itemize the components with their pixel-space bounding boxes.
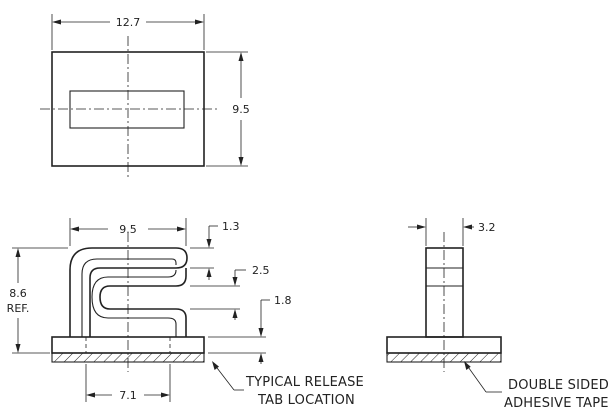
release-tab-callout: TYPICAL RELEASE TAB LOCATION (212, 361, 364, 408)
dimension-2-5: 2.5 (190, 264, 270, 320)
dimension-8-6-ref: 8.6 REF. (7, 247, 68, 354)
dimension-1-3: 1.3 (190, 220, 240, 280)
top-view: 12.7 9.5 (40, 14, 250, 178)
top-view-slot (69, 90, 185, 129)
dimension-label-7-1: 7.1 (119, 389, 137, 402)
adhesive-tape-callout-line2: ADHESIVE TAPE (504, 396, 609, 411)
release-tab-inner (91, 269, 177, 337)
dimension-label-9-5-horizontal: 9.5 (119, 223, 137, 236)
dimension-label-8-6: 8.6 (9, 287, 27, 300)
dimension-label-2-5: 2.5 (252, 264, 270, 277)
dimension-label-12-7: 12.7 (116, 16, 141, 29)
dimension-9-5-vertical: 9.5 (206, 51, 250, 167)
dimension-1-8: 1.8 (208, 294, 292, 364)
dimension-7-1: 7.1 (85, 364, 171, 402)
dimension-label-1-8: 1.8 (274, 294, 292, 307)
dimension-9-5-horizontal: 9.5 (69, 218, 187, 246)
dimension-label-ref: REF. (7, 302, 30, 315)
adhesive-tape-callout-line1: DOUBLE SIDED (508, 378, 609, 393)
release-tab-callout-line2: TAB LOCATION (257, 393, 355, 408)
hook-outer-contour (69, 247, 188, 337)
release-tab-callout-line1: TYPICAL RELEASE (245, 375, 364, 390)
dimension-12-7: 12.7 (51, 14, 205, 50)
dimension-3-2: 3.2 (408, 218, 496, 246)
hook-inner-contour (81, 258, 177, 337)
release-tab (99, 268, 187, 337)
side-post (425, 247, 464, 338)
side-view: 3.2 DOUBLE SIDED ADHESIVE TAPE (386, 218, 609, 411)
dimension-label-1-3: 1.3 (222, 220, 240, 233)
front-view: 9.5 1.3 2.5 (7, 218, 364, 408)
dimension-label-3-2: 3.2 (478, 221, 496, 234)
dimension-label-9-5-vertical: 9.5 (232, 103, 250, 116)
adhesive-tape-callout: DOUBLE SIDED ADHESIVE TAPE (464, 361, 609, 411)
